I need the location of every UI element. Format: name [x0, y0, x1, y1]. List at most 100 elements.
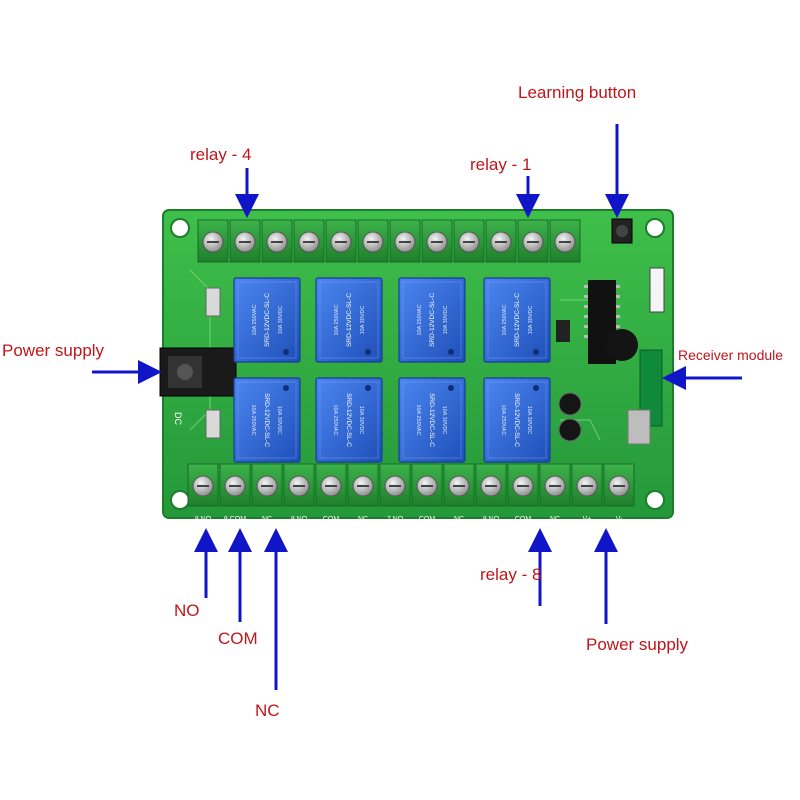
svg-text:SRD-12VDC-SL-C: SRD-12VDC-SL-C [346, 293, 353, 347]
screw-terminal[interactable] [197, 219, 229, 263]
terminal-label: 8 NO [291, 516, 308, 523]
dc-jack: DC [159, 347, 237, 425]
terminal-label: NC [550, 516, 560, 523]
crystal [627, 409, 651, 445]
svg-text:SRD-12VDC-SL-C: SRD-12VDC-SL-C [514, 293, 521, 347]
screw-terminal[interactable] [549, 219, 581, 263]
screw-terminal[interactable] [261, 219, 293, 263]
svg-text:10A 250VAC: 10A 250VAC [417, 304, 423, 335]
screw-terminal[interactable] [507, 463, 539, 507]
buzzer [606, 329, 638, 361]
mount-hole [645, 490, 665, 510]
screw-terminal[interactable] [389, 219, 421, 263]
screw-terminal[interactable] [283, 463, 315, 507]
top-terminal-block [197, 219, 581, 263]
terminal-label: COM [515, 516, 532, 523]
receiver-area [556, 218, 665, 445]
transistor [556, 320, 570, 342]
screw-terminal[interactable] [315, 463, 347, 507]
mount-hole [170, 218, 190, 238]
capacitor [558, 418, 582, 442]
terminal-label: 8 COM [224, 516, 246, 523]
screw-terminal[interactable] [325, 219, 357, 263]
svg-text:10A 30VDC: 10A 30VDC [276, 406, 282, 435]
terminal-label: 8 NO [195, 516, 212, 523]
screw-terminal[interactable] [475, 463, 507, 507]
screw-terminal[interactable] [453, 219, 485, 263]
terminal-label: COM [419, 516, 436, 523]
screw-terminal[interactable] [229, 219, 261, 263]
terminal-label: NC [454, 516, 464, 523]
learning-button-cap [616, 225, 628, 237]
label-relay-4: relay - 4 [190, 145, 252, 164]
mount-hole [645, 218, 665, 238]
label-nc: NC [255, 701, 280, 720]
left-pin-headers [205, 287, 221, 439]
relay: SRD-12VDC-SL-C 10A 250VAC 10A 30VDC [233, 377, 301, 463]
svg-text:SRD-12VDC-SL-C: SRD-12VDC-SL-C [345, 393, 352, 447]
screw-terminal[interactable] [485, 219, 517, 263]
screw-terminal[interactable] [517, 219, 549, 263]
screw-terminal[interactable] [357, 219, 389, 263]
svg-text:10A 30VDC: 10A 30VDC [441, 406, 447, 435]
label-receiver-module: Receiver module [678, 347, 784, 363]
relay: SRD-12VDC-SL-C 10A 250VAC 10A 30VDC [233, 277, 301, 363]
label-power-supply-left: Power supply [2, 341, 105, 360]
svg-text:SRD-12VDC-SL-C: SRD-12VDC-SL-C [429, 293, 436, 347]
label-relay-8: relay - 8 [480, 565, 542, 584]
screw-terminal[interactable] [571, 463, 603, 507]
svg-text:10A 30VDC: 10A 30VDC [528, 306, 534, 335]
svg-text:10A 250VAC: 10A 250VAC [500, 404, 506, 435]
terminal-label: V+ [583, 516, 592, 523]
mount-hole [170, 490, 190, 510]
label-com: COM [218, 629, 258, 648]
screw-terminal[interactable] [411, 463, 443, 507]
screw-terminal[interactable] [219, 463, 251, 507]
bottom-terminal-block: 8 NO 8 COM NC 8 NO COM NC 7 NO COM NC 8 NO COM NC V+… [187, 463, 635, 523]
svg-text:10A 250VAC: 10A 250VAC [334, 304, 340, 335]
svg-text:SRD-12VDC-SL-C: SRD-12VDC-SL-C [513, 393, 520, 447]
svg-text:SRD-12VDC-SL-C: SRD-12VDC-SL-C [263, 393, 270, 447]
svg-text:10A 250VAC: 10A 250VAC [252, 304, 258, 335]
screw-terminal[interactable] [443, 463, 475, 507]
screw-terminal[interactable] [251, 463, 283, 507]
screw-terminal[interactable] [347, 463, 379, 507]
svg-text:10A 250VAC: 10A 250VAC [250, 404, 256, 435]
terminal-label: 8 NO [483, 516, 500, 523]
pin-header [649, 267, 665, 313]
terminal-label: COM [323, 516, 340, 523]
screw-terminal[interactable] [187, 463, 219, 507]
relay: SRD-12VDC-SL-C 10A 250VAC 10A 30VDC [398, 277, 466, 363]
screw-terminal[interactable] [293, 219, 325, 263]
svg-text:10A 30VDC: 10A 30VDC [526, 406, 532, 435]
callout-arrows [92, 124, 742, 690]
svg-text:10A 30VDC: 10A 30VDC [278, 306, 284, 335]
label-relay-1: relay - 1 [470, 155, 532, 174]
terminal-label: NC [262, 516, 272, 523]
screw-terminal[interactable] [421, 219, 453, 263]
capacitor [558, 392, 582, 416]
label-learning-button: Learning button [518, 83, 637, 102]
svg-text:10A 250VAC: 10A 250VAC [332, 404, 338, 435]
screw-terminal[interactable] [379, 463, 411, 507]
relay: SRD-12VDC-SL-C 10A 250VAC 10A 30VDC [483, 377, 551, 463]
terminal-label: V- [616, 516, 623, 523]
terminal-label: 7 NO [387, 516, 404, 523]
terminal-label: NC [358, 516, 368, 523]
svg-text:10A 30VDC: 10A 30VDC [358, 406, 364, 435]
svg-text:10A 250VAC: 10A 250VAC [415, 404, 421, 435]
dc-jack-label: DC [173, 412, 183, 425]
svg-text:10A 250VAC: 10A 250VAC [502, 304, 508, 335]
screw-terminal[interactable] [603, 463, 635, 507]
screw-terminal[interactable] [539, 463, 571, 507]
label-no: NO [174, 601, 200, 620]
relay: SRD-12VDC-SL-C 10A 250VAC 10A 30VDC [315, 377, 383, 463]
svg-text:SRD-12VDC-SL-C: SRD-12VDC-SL-C [264, 293, 271, 347]
svg-text:10A 30VDC: 10A 30VDC [443, 306, 449, 335]
label-power-supply-bottom: Power supply [586, 635, 689, 654]
relay: SRD-12VDC-SL-C 10A 250VAC 10A 30VDC [483, 277, 551, 363]
svg-text:10A 30VDC: 10A 30VDC [360, 306, 366, 335]
